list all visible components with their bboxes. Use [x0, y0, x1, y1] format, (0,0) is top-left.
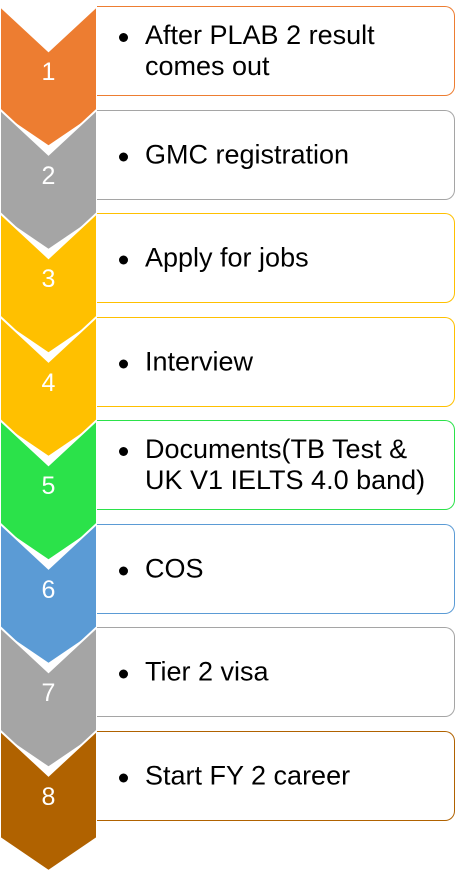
- bullet-icon: [119, 773, 128, 782]
- step-label: GMC registration: [145, 139, 350, 169]
- bullet-icon: [119, 33, 128, 42]
- bullet-icon: [119, 152, 128, 161]
- step-box-5: Documents(TB Test & UK V1 IELTS 4.0 band…: [97, 420, 455, 510]
- bullet-icon: [119, 669, 128, 679]
- bullet-icon: [119, 447, 128, 456]
- step-number-6: 6: [41, 575, 56, 604]
- step-text: GMC registration: [119, 139, 445, 170]
- step-box-7: Tier 2 visa: [97, 627, 455, 717]
- step-box-4: Interview: [97, 316, 455, 407]
- step-text: COS: [119, 553, 445, 584]
- step-text: Start FY 2 career: [119, 760, 445, 791]
- step-number-7: 7: [41, 679, 56, 707]
- step-box-1: After PLAB 2 result comes out: [97, 6, 455, 96]
- bullet-icon: [119, 566, 128, 575]
- step-box-6: COS: [97, 523, 455, 614]
- step-text: Apply for jobs: [119, 242, 445, 274]
- step-number-4: 4: [41, 368, 56, 397]
- step-number-1: 1: [41, 58, 56, 86]
- chevron-step-8: [0, 728, 98, 870]
- step-text: Documents(TB Test & UK V1 IELTS 4.0 band…: [119, 434, 445, 496]
- bullet-icon: [119, 359, 128, 368]
- step-label: After PLAB 2 result comes out: [145, 20, 375, 81]
- step-text: Tier 2 visa: [119, 656, 445, 688]
- step-label: Documents(TB Test & UK V1 IELTS 4.0 band…: [145, 434, 426, 495]
- step-box-3: Apply for jobs: [97, 213, 455, 303]
- step-number-3: 3: [41, 265, 56, 293]
- step-label: Interview: [145, 346, 254, 376]
- step-label: Apply for jobs: [145, 242, 309, 273]
- step-number-2: 2: [41, 161, 56, 190]
- step-label: Start FY 2 career: [145, 760, 351, 790]
- step-box-8: Start FY 2 career: [97, 730, 455, 821]
- step-text: Interview: [119, 346, 445, 377]
- step-box-2: GMC registration: [97, 109, 455, 200]
- step-number-8: 8: [41, 782, 56, 811]
- bullet-icon: [119, 255, 128, 265]
- step-label: COS: [145, 553, 204, 583]
- step-number-5: 5: [41, 472, 56, 500]
- step-label: Tier 2 visa: [145, 656, 269, 687]
- step-text: After PLAB 2 result comes out: [119, 20, 445, 82]
